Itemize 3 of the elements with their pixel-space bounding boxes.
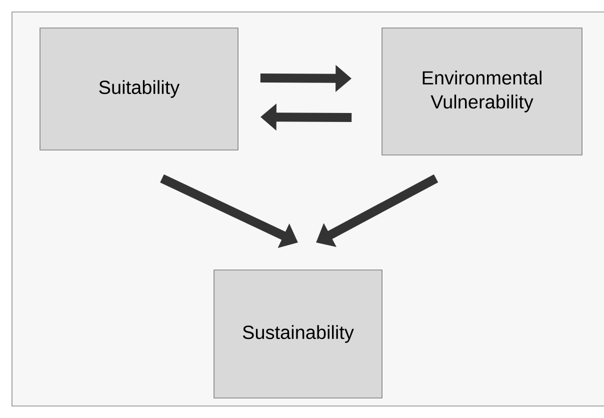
- concept-box: Environmental Vulnerability: [382, 28, 582, 156]
- concept-box: Suitability: [40, 28, 238, 150]
- concept-box: Sustainability: [214, 270, 382, 398]
